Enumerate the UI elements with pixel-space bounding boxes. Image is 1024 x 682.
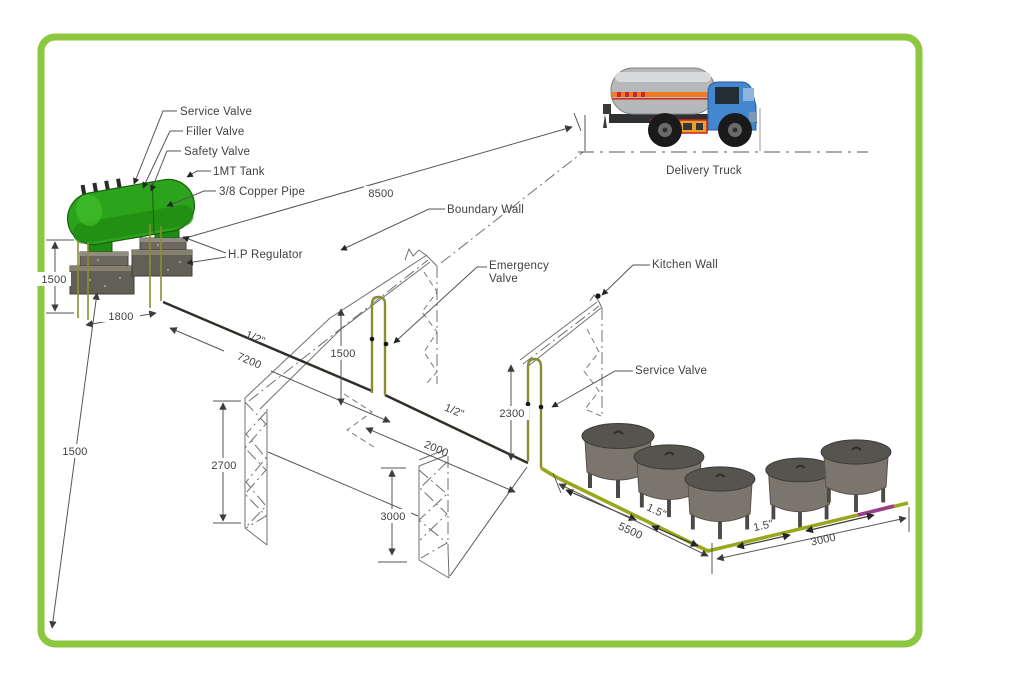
truck-side-window	[743, 88, 754, 101]
delivery-truck-label: Delivery Truck	[666, 165, 742, 177]
dimensions: 1500 1800 1500 8500 7200 1/2" 1500 2000 …	[37, 125, 910, 629]
label-boundary-wall: Boundary Wall	[447, 204, 524, 216]
kitchen-wall-riser-pipe	[526, 357, 543, 468]
support-block-left	[69, 251, 135, 295]
bay-tick	[573, 112, 582, 132]
support-block-right	[131, 237, 193, 277]
dim-main-run: 7200	[235, 351, 263, 372]
label-kitchen-wall: Kitchen Wall	[652, 259, 718, 271]
truck-grille	[749, 112, 757, 122]
truck-wheels	[648, 113, 752, 147]
label-service-valve: Service Valve	[180, 106, 252, 118]
pipe-size-label-2: 1/2"	[443, 402, 466, 421]
label-filler-valve: Filler Valve	[186, 126, 244, 138]
truck-stripe-line	[612, 98, 714, 100]
kitchen-wall	[519, 294, 603, 417]
callouts: Service Valve Filler Valve Safety Valve …	[133, 106, 718, 408]
label-hp-regulator: H.P Regulator	[228, 249, 303, 261]
dim-line-drop	[49, 292, 100, 629]
label-safety-valve: Safety Valve	[184, 146, 250, 158]
tank-highlight	[75, 194, 103, 227]
dim-truck-distance: 8500	[368, 188, 393, 200]
truck-bay-lines	[573, 108, 868, 153]
dim-drop: 1500	[62, 446, 87, 458]
frame-border	[37, 33, 923, 648]
dim-kitchen-riser: 2300	[499, 408, 524, 420]
boundary-wall-riser-pipe	[370, 295, 387, 395]
cooking-pot	[765, 457, 835, 529]
dim-tank-height: 1500	[41, 274, 66, 286]
dim-line-wall-gap	[365, 427, 516, 493]
cooking-pot	[820, 439, 892, 513]
pipe-valve-dots	[369, 293, 601, 410]
truck-stripe-marks	[617, 92, 645, 97]
dim-line-truck-distance	[181, 125, 573, 240]
label-emergency-valve-2: Valve	[489, 273, 518, 285]
cooking-pot	[684, 466, 756, 540]
floor-pipe-magenta-segment	[857, 504, 895, 517]
dim-base: 1800	[108, 311, 133, 323]
tank-top-valves	[80, 178, 122, 197]
label-emergency-valve-1: Emergency	[489, 260, 549, 272]
delivery-truck	[603, 67, 757, 147]
dim-riser: 1500	[330, 348, 355, 360]
dim-line-main-run	[270, 370, 391, 423]
dim-pot-row-right: 3000	[810, 532, 837, 549]
dim-pot-row-left: 5500	[616, 521, 644, 543]
dim-line-pot-row-right	[716, 515, 907, 562]
truck-rear-hose	[603, 104, 611, 128]
label-1mt-tank: 1MT Tank	[213, 166, 265, 178]
dim-boundary-height: 2700	[211, 460, 236, 472]
branch-size-right: 1.5"	[752, 518, 774, 534]
storage-tank	[66, 178, 196, 246]
truck-windshield	[715, 87, 739, 104]
dim-inner-wall-height: 3000	[380, 511, 405, 523]
branch-size-left: 1.5"	[645, 502, 668, 521]
tank-body-shade	[72, 204, 194, 244]
truck-stripe	[612, 92, 714, 97]
label-copper-pipe: 3/8 Copper Pipe	[219, 186, 305, 198]
dim-line-pot-row-left	[558, 483, 709, 557]
label-service-valve-kitchen: Service Valve	[635, 365, 707, 377]
truck-tank-highlight	[615, 72, 711, 82]
truck-chassis	[609, 114, 757, 123]
